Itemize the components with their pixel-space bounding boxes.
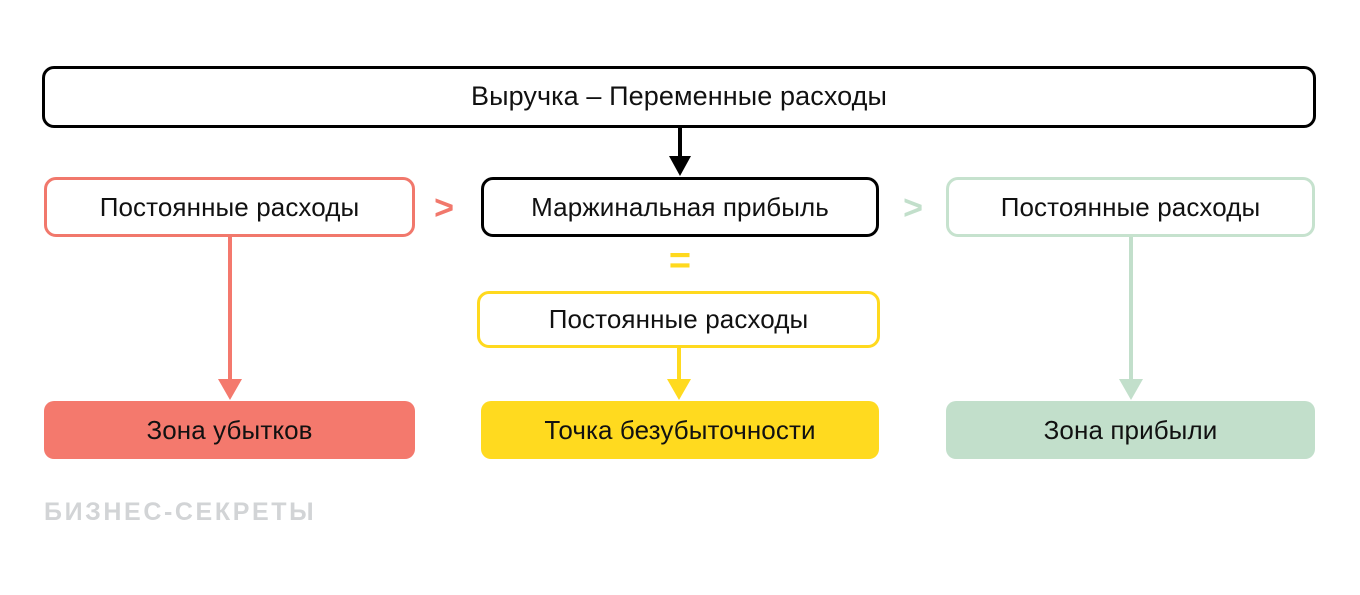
operator-greater-than-left: >: [434, 189, 454, 227]
arrow-fixed-middle-to-breakeven: [667, 348, 691, 400]
node-zone-loss: Зона убытков: [44, 401, 415, 459]
node-zone-profit: Зона прибыли: [946, 401, 1315, 459]
arrow-formula-to-marginal: [669, 128, 691, 176]
operator-greater-than-right: >: [903, 189, 923, 227]
node-fixed-costs-right: Постоянные расходы: [946, 177, 1315, 237]
node-marginal-profit: Маржинальная прибыль: [481, 177, 879, 237]
node-fixed-costs-left: Постоянные расходы: [44, 177, 415, 237]
arrow-fixed-left-to-loss: [218, 237, 242, 400]
node-formula: Выручка – Переменные расходы: [42, 66, 1316, 128]
operator-equals: =: [668, 240, 692, 282]
arrow-fixed-right-to-profit: [1119, 237, 1143, 400]
node-fixed-costs-middle: Постоянные расходы: [477, 291, 880, 348]
watermark-brand: БИЗНЕС-СЕКРЕТЫ: [44, 498, 317, 526]
node-zone-breakeven: Точка безубыточности: [481, 401, 879, 459]
